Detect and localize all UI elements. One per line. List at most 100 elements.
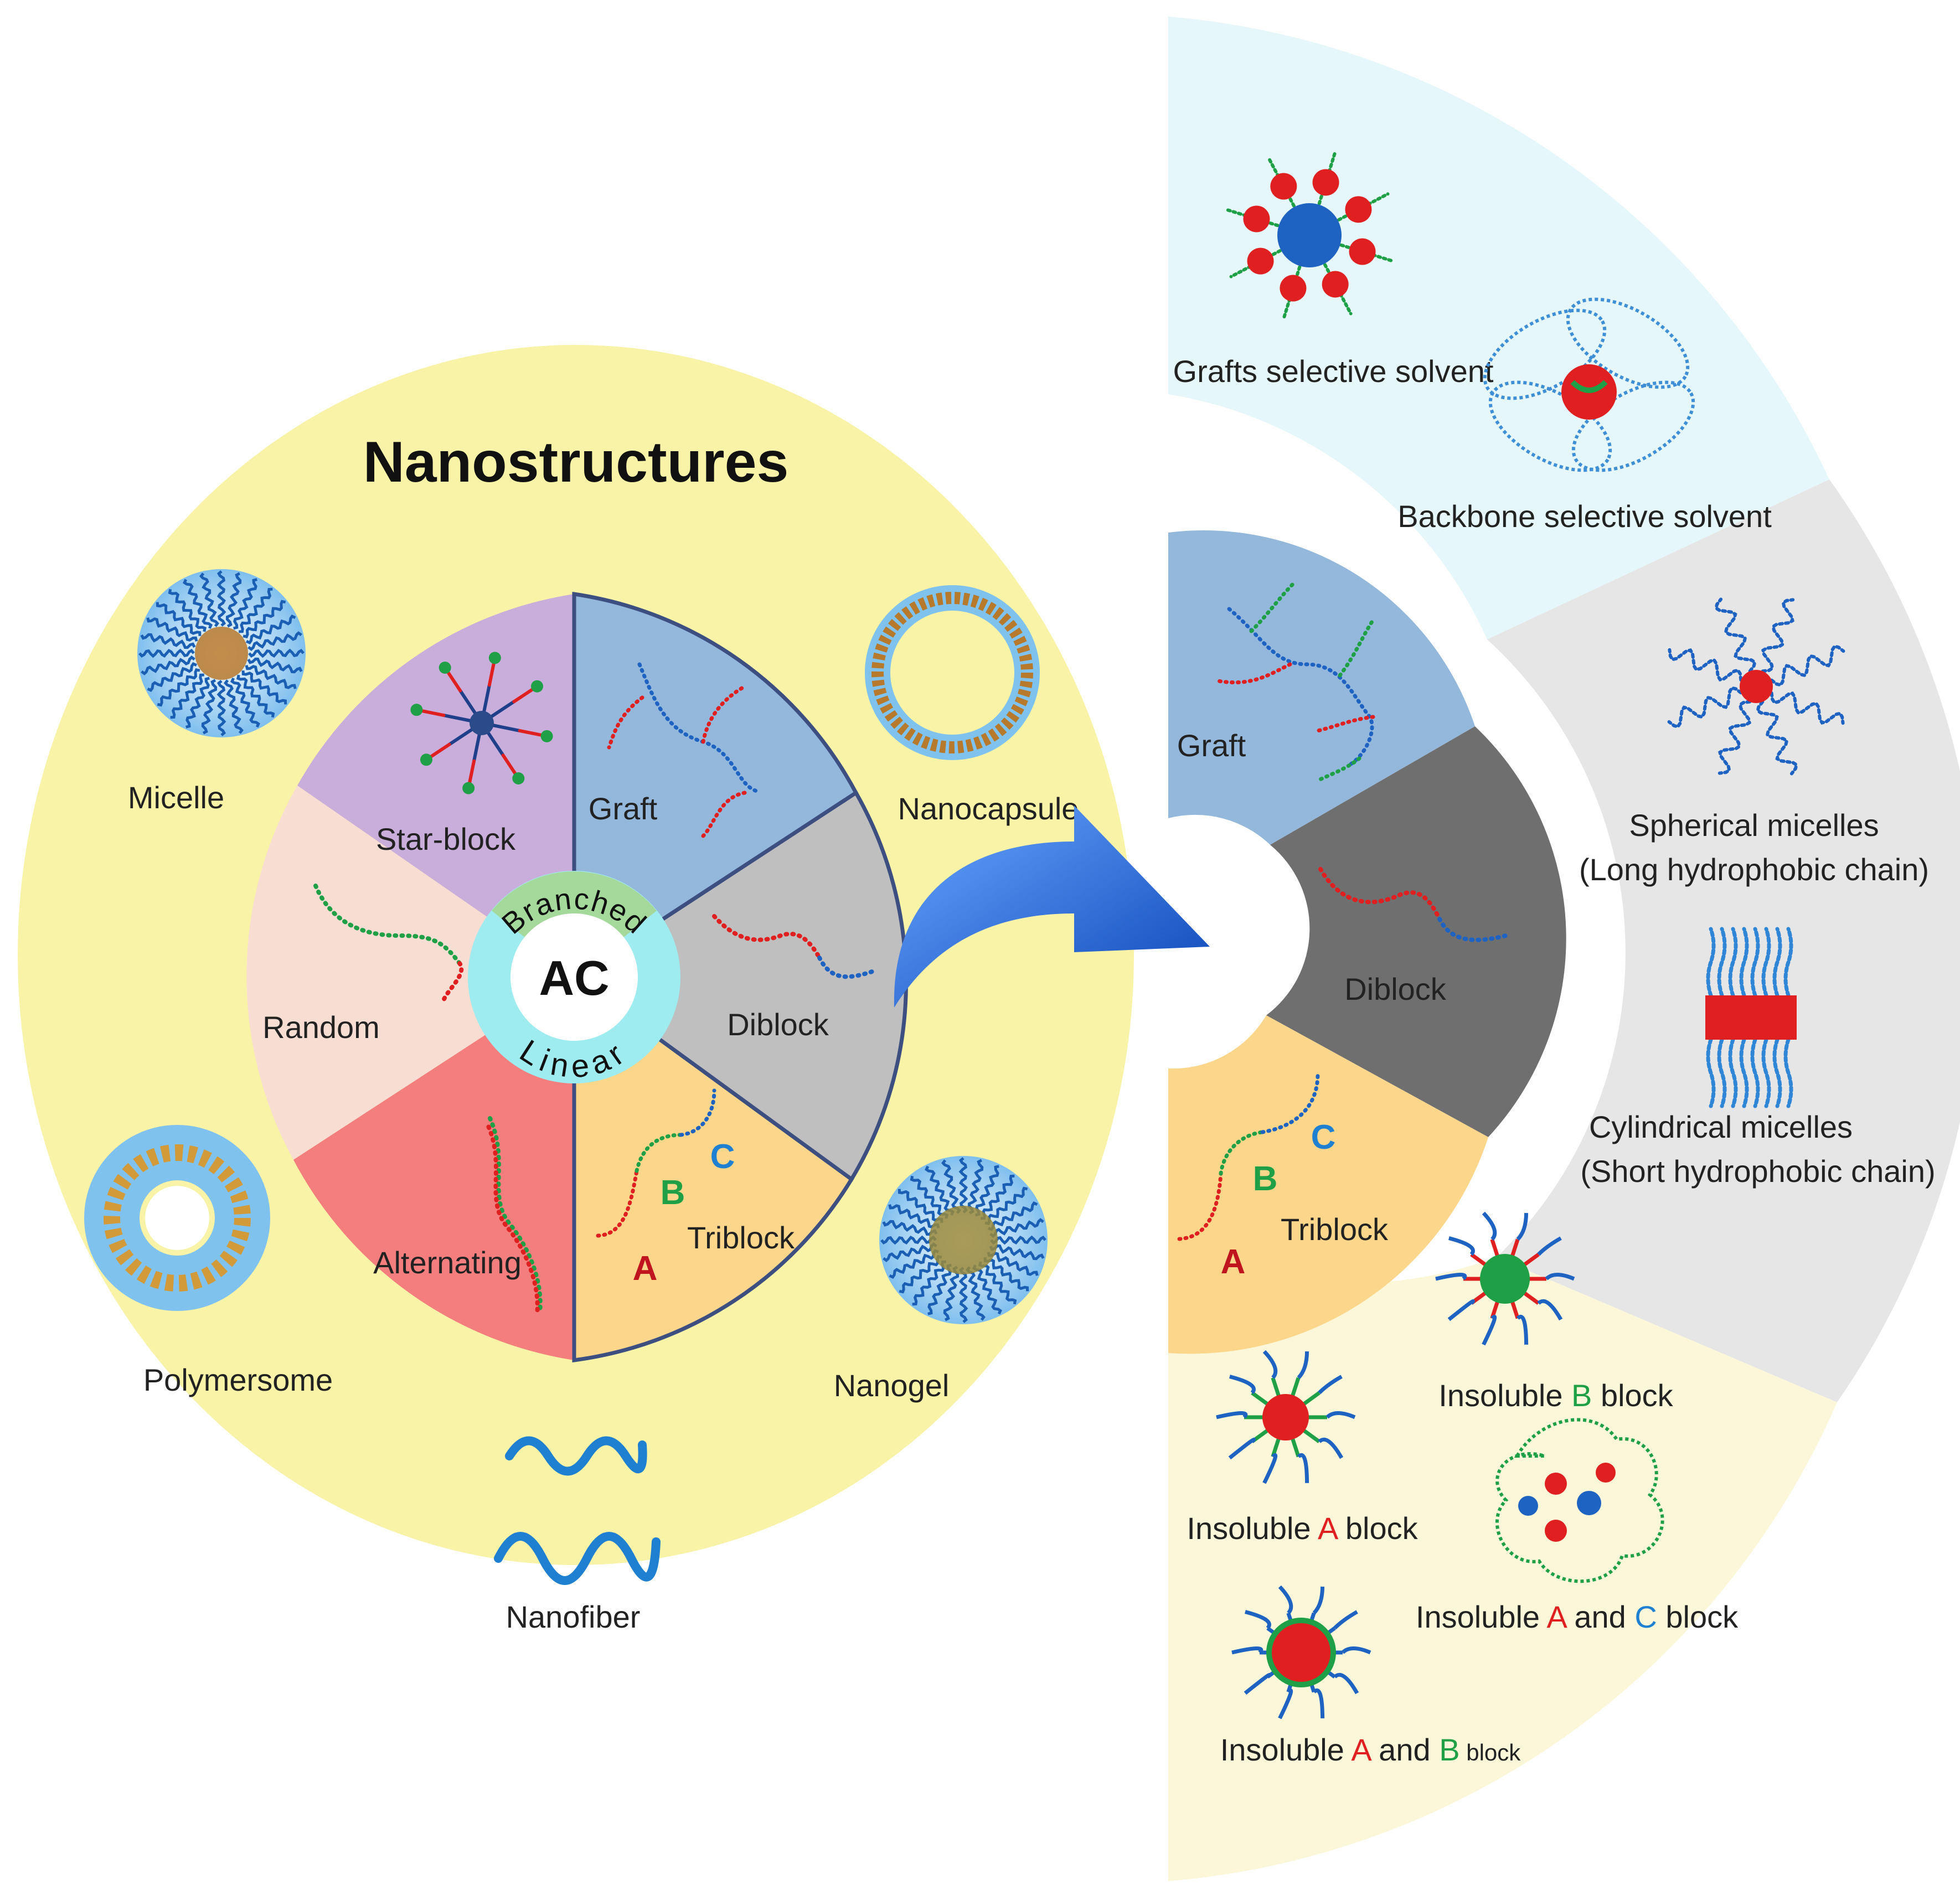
label-backbone-selective: Backbone selective solvent <box>1397 499 1772 534</box>
graft-molecule <box>607 662 761 838</box>
fan-letter-a: A <box>1221 1243 1246 1281</box>
star-arm-end <box>512 772 525 785</box>
spherical-arm <box>1756 700 1798 776</box>
micelle-ray <box>967 1159 984 1215</box>
fan-label-triblock: Triblock <box>1281 1212 1389 1247</box>
micelle-ray <box>236 674 275 718</box>
left-diagram: Nanostructures AC Branched Linear Star-b… <box>18 345 1210 1634</box>
micelle-ray <box>989 1244 1045 1261</box>
random-molecule <box>313 884 464 1004</box>
micelle-arm-outer <box>1216 1411 1248 1419</box>
cylinder-arm-top <box>1772 927 1782 998</box>
micelle-ray <box>168 588 207 632</box>
micelle-ray <box>216 570 226 627</box>
cylinder-arm-bottom <box>1717 1037 1727 1108</box>
micelle-ray <box>983 1257 1029 1292</box>
micelle-ray <box>183 579 213 629</box>
grafts-selective-icon <box>1223 149 1396 322</box>
spherical-arm <box>1717 700 1752 775</box>
micelle-arm-outer <box>1278 1585 1293 1615</box>
micelle-arm-outer <box>1231 1646 1263 1655</box>
micelle-arm-outer <box>1435 1273 1467 1281</box>
micelle-arm-outer <box>1448 1236 1475 1256</box>
micelle-ray <box>201 679 218 735</box>
alternating-molecule <box>485 1116 543 1317</box>
micelle-ray <box>156 602 202 636</box>
label-insoluble-ab: Insoluble A and B block <box>1220 1732 1521 1767</box>
micelle-arm-outer <box>1545 1273 1575 1281</box>
label-nanocapsule: Nanocapsule <box>898 791 1079 826</box>
label-nanofiber: Nanofiber <box>506 1599 641 1634</box>
micelle-arm-outer <box>1312 1587 1325 1615</box>
cylinder-arm-bottom <box>1772 1037 1782 1108</box>
star-arm-end <box>540 730 553 742</box>
micelle-arm-outer <box>1312 1688 1325 1718</box>
micelle-ray <box>239 587 273 633</box>
micelle-ray <box>241 670 287 705</box>
micelle-ray <box>247 631 302 651</box>
micelle-ray <box>245 615 296 645</box>
spherical-arm <box>1770 644 1845 687</box>
micelle-ray <box>912 1260 946 1306</box>
micelle-arm-outer <box>1244 1672 1271 1695</box>
star-arm-end <box>420 753 432 766</box>
center-core <box>510 913 638 1041</box>
micelle-ray <box>925 1165 955 1216</box>
segment-star-block <box>297 594 574 977</box>
micelle-arm-outer <box>1245 1610 1271 1630</box>
fan-letter-c: C <box>1311 1118 1336 1156</box>
fan-letter-b: B <box>1253 1160 1278 1198</box>
micelle-ray <box>882 1220 938 1236</box>
spherical-arm <box>1667 686 1743 729</box>
micelle-ray <box>975 1165 999 1217</box>
segment-alternating <box>293 977 574 1360</box>
nanocapsule-icon <box>865 585 1040 760</box>
micelle-ray <box>889 1248 940 1279</box>
insoluble-a-icon <box>1216 1350 1356 1484</box>
micelle-arm-outer <box>1262 1453 1278 1484</box>
micelle-ray <box>943 1266 960 1321</box>
micelle-ray <box>883 1242 937 1262</box>
fan-diblock-molecule <box>1318 867 1508 942</box>
micelle-arm-outer <box>1341 1646 1371 1655</box>
micelle-ray <box>233 578 257 630</box>
cylindrical-micelle-icon <box>1705 927 1797 1108</box>
micelle-arm-outer <box>1318 1375 1343 1395</box>
label-graft: Graft <box>589 791 658 826</box>
triblock-molecule <box>596 1088 716 1238</box>
cylinder-arm-bottom <box>1706 1037 1716 1108</box>
label-polymersome: Polymersome <box>143 1362 333 1397</box>
micelle-ray <box>927 1263 952 1315</box>
micelle-ray <box>966 1266 986 1321</box>
segment-graft <box>572 591 859 981</box>
fan-band-triblock <box>1168 1242 1837 1881</box>
graft-arm-bead <box>1280 275 1307 302</box>
micelle-ray <box>147 662 198 692</box>
label-insoluble-ac: Insoluble A and C block <box>1416 1599 1739 1634</box>
spherical-arm <box>1761 598 1795 673</box>
cylinder-arm-bottom <box>1761 1037 1771 1108</box>
graft-arm-bead <box>1312 169 1339 196</box>
triblock-letter-a: A <box>633 1249 658 1288</box>
fan-label-diblock: Diblock <box>1344 972 1447 1006</box>
diblock-molecule <box>712 914 874 979</box>
micelle-arm-outer <box>1228 1437 1256 1460</box>
micelle-ray <box>243 600 286 638</box>
fan-seg-diblock <box>1266 726 1566 1137</box>
triblock-letter-b: B <box>661 1174 685 1212</box>
micelle-ray <box>224 679 244 734</box>
star-arm-end <box>462 782 475 794</box>
micelle-ray <box>141 655 195 675</box>
label-micelle: Micelle <box>128 780 224 815</box>
graft-arm-bead <box>1270 173 1297 200</box>
micelle-ray <box>225 572 242 628</box>
micelle-arm-outer <box>1537 1236 1562 1256</box>
cylinder-arm-bottom <box>1728 1037 1738 1108</box>
diagram-title: Nanostructures <box>363 430 789 494</box>
cylinder-arm-top <box>1728 927 1738 998</box>
cylinder-arm-bottom <box>1750 1037 1760 1108</box>
cylinder-arm-top <box>1717 927 1727 998</box>
insoluble-ac-icon <box>1495 1418 1664 1583</box>
micelle-arm-outer <box>1333 1672 1359 1695</box>
